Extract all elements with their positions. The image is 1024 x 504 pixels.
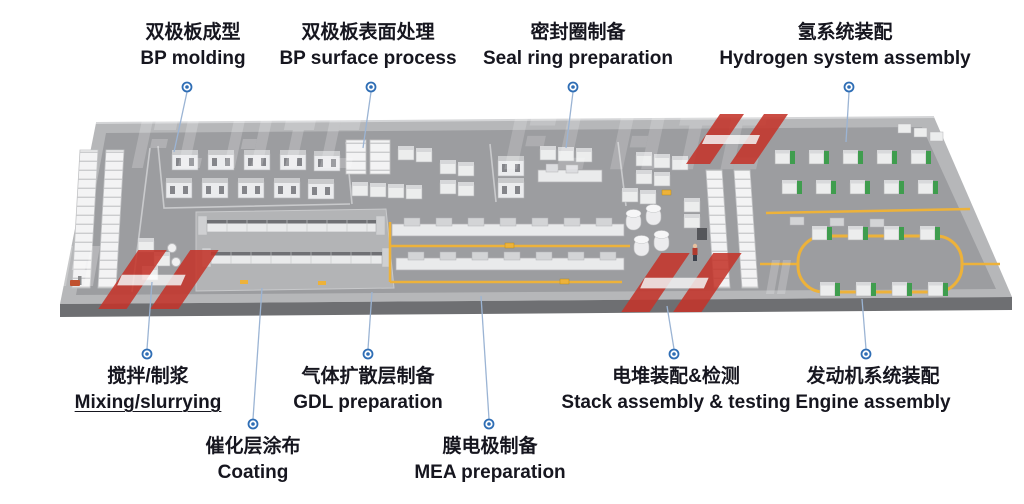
label-stack-assembly-testing-en: Stack assembly & testing: [561, 392, 791, 413]
stack-assembly-machines: [621, 151, 707, 257]
label-bp-surface-process-en: BP surface process: [279, 48, 457, 69]
watermark-ghost-text: [56, 114, 791, 294]
label-coating: 催化层涂布 Coating: [205, 434, 300, 486]
label-seal-ring-preparation-en: Seal ring preparation: [482, 48, 674, 69]
label-coating-zh: 催化层涂布: [205, 436, 301, 457]
label-seal-ring-preparation: 密封圈制备 Seal ring preparation: [483, 20, 673, 72]
leader-dot: [668, 348, 680, 360]
label-engine-assembly-en: Engine assembly: [795, 392, 951, 413]
leader-dot: [141, 348, 153, 360]
leader-dot: [362, 348, 374, 360]
label-gdl-preparation-zh: 气体扩散层制备: [301, 366, 435, 387]
label-mixing-slurrying-en: Mixing/slurrying: [74, 392, 222, 413]
label-bp-surface-process: 双极板表面处理 BP surface process: [279, 20, 456, 72]
leader-dot: [860, 348, 872, 360]
label-seal-ring-preparation-zh: 密封圈制备: [530, 22, 626, 43]
label-gdl-preparation: 气体扩散层制备 GDL preparation: [293, 364, 443, 416]
label-mea-preparation-en: MEA preparation: [414, 462, 566, 483]
engine-assembly-machines: [760, 225, 1000, 297]
label-mea-preparation-zh: 膜电极制备: [442, 436, 538, 457]
storage-racks-left: [71, 149, 125, 289]
worker-figure: [692, 243, 698, 261]
leader-lines: [146, 91, 867, 420]
mea-preparation-lines: [388, 217, 630, 285]
coating-gdl-platform: [195, 208, 395, 292]
label-hydrogen-system-assembly-zh: 氢系统装配: [797, 22, 893, 43]
label-coating-en: Coating: [217, 462, 289, 483]
label-gdl-preparation-en: GDL preparation: [293, 392, 443, 413]
mixing-slurrying-machines: [137, 237, 181, 281]
label-stack-assembly-testing: 电堆装配&检测 Stack assembly & testing: [561, 364, 790, 416]
label-mixing-slurrying: 搅拌/制浆 Mixing/slurrying: [75, 364, 222, 416]
hydrogen-assembly-machines: [765, 123, 971, 228]
label-mea-preparation: 膜电极制备 MEA preparation: [414, 434, 565, 486]
label-bp-surface-process-zh: 双极板表面处理: [301, 22, 435, 43]
label-bp-molding-en: BP molding: [140, 48, 246, 69]
label-bp-molding: 双极板成型 BP molding: [140, 20, 245, 72]
label-mixing-slurrying-zh: 搅拌/制浆: [107, 366, 189, 387]
label-stack-assembly-testing-zh: 电堆装配&检测: [612, 366, 740, 387]
leader-dot: [567, 81, 579, 93]
label-hydrogen-system-assembly-en: Hydrogen system assembly: [719, 48, 971, 69]
leader-dot: [247, 418, 259, 430]
label-engine-assembly-zh: 发动机系统装配: [806, 366, 940, 387]
leader-dot: [843, 81, 855, 93]
forklift: [70, 276, 82, 286]
label-bp-molding-zh: 双极板成型: [145, 22, 241, 43]
label-hydrogen-system-assembly: 氢系统装配 Hydrogen system assembly: [719, 20, 970, 72]
leader-dot: [365, 81, 377, 93]
leader-dot: [181, 81, 193, 93]
label-engine-assembly: 发动机系统装配 Engine assembly: [795, 364, 950, 416]
leader-dot: [483, 418, 495, 430]
leader-dots: [141, 81, 872, 430]
